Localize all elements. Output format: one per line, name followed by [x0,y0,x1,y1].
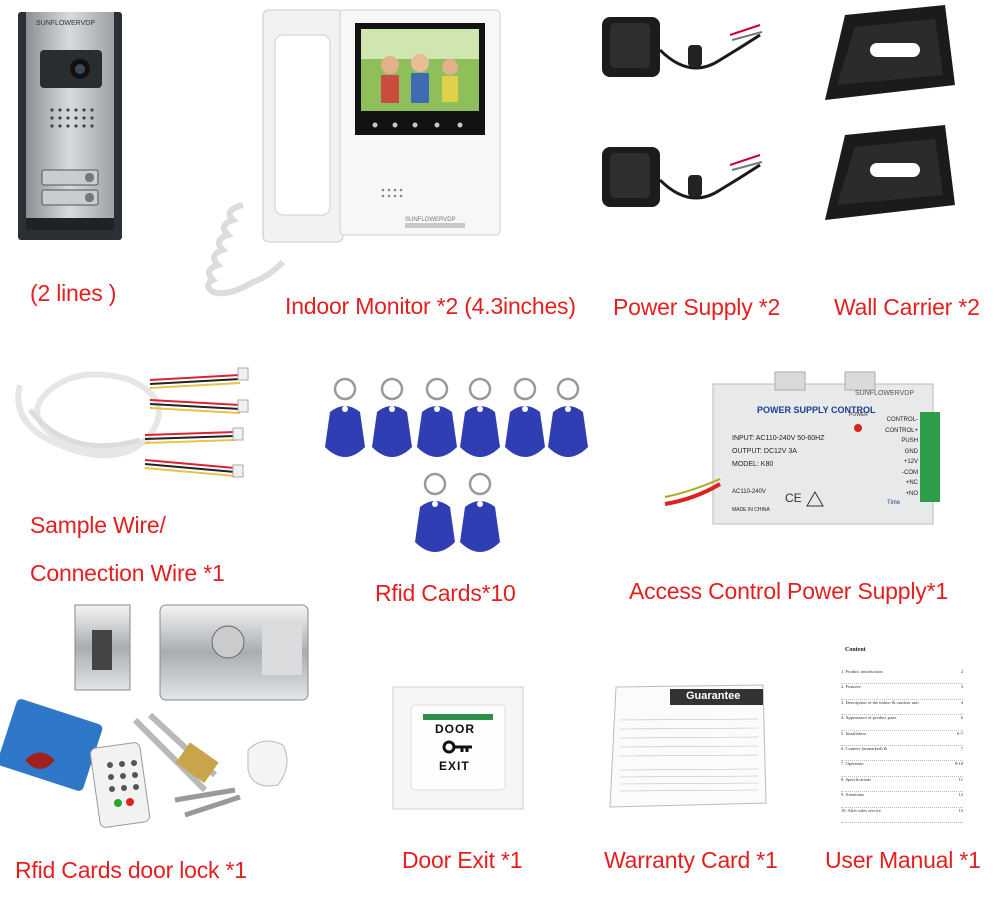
toc-entry: 4. Appearance of product parts [841,715,897,721]
toc-row: 8. Specifications 11 [841,776,963,793]
manual-title: Content [845,647,866,653]
toc-row: 6. Connect (unmarked) & 7 [841,745,963,762]
door-lock [0,600,320,840]
connection-wire-caption-1: Sample Wire/ [30,512,166,538]
manual-toc: 1. Product introduction 2 2. Features 3 3.… [841,669,963,823]
indoor-monitor: SUNFLOWERVDP [205,5,505,305]
toc-page: 11 [958,776,963,782]
access-power-time: Time [887,500,901,506]
warranty-title: Guarantee [686,690,741,702]
toc-row: 10. After sales service 13 [841,808,963,823]
toc-row: 3. Description of the indoor & outdoor u… [841,699,963,716]
toc-row: 7. Operation 8-10 [841,761,963,777]
access-power-supply: CE SUNFLOWERVDP POWER SUPPLY CONTROL POW… [664,371,945,542]
wall-carrier-caption: Wall Carrier *2 [834,294,980,320]
toc-page: 13 [958,807,964,813]
toc-page: 2 [960,669,963,674]
toc-entry: 10. After sales service [841,807,881,813]
warranty-card-caption: Warranty Card *1 [604,847,778,873]
access-power-ac: AC110-240V [732,489,766,495]
indoor-monitor-image [205,9,501,297]
terminal-label: +NO [905,490,918,497]
access-power-led-label: POWER [849,412,868,418]
door-exit: DOOR EXIT [392,686,524,812]
access-power-output: OUTPUT: DC12V 3A [732,448,797,455]
terminal-label: CONTROL+ [885,427,918,434]
door-exit-image [392,686,524,810]
power-supply [590,5,780,255]
toc-page: 7 [960,745,963,751]
wall-carrier [815,5,965,240]
svg-text:CE: CE [785,491,802,505]
door-lock-caption: Rfid Cards door lock *1 [15,857,247,883]
terminal-label: PUSH [901,438,918,444]
user-manual: Content 1. Product introduction 2 2. Feat… [835,643,965,823]
access-power-terminals: CONTROL- CONTROL+ PUSH GND +12V -COM +NC… [870,415,918,499]
access-power-input: INPUT: AC110-240V 50-60HZ [732,435,825,442]
toc-entry: 7. Operation [841,761,864,767]
toc-entry: 1. Product introduction [841,669,883,674]
toc-page: 3 [960,684,963,690]
toc-entry: 3. Description of the indoor & outdoor u… [841,699,919,705]
access-power-title: POWER SUPPLY CONTROL [757,405,876,415]
toc-entry: 6. Connect (unmarked) & [841,745,888,751]
rfid-cards [320,372,590,562]
warranty-card: Guarantee [608,684,768,810]
toc-page: 4 [960,699,963,705]
power-supply-image [602,17,763,207]
connection-wire [0,340,260,495]
indoor-monitor-brand: SUNFLOWERVDP [405,217,456,223]
wall-carrier-image [825,5,955,220]
toc-row: 5. Installation 6-7 [841,731,963,746]
terminal-label: +NC [905,480,918,486]
rfid-cards-image [323,377,590,554]
door-station-brand: SUNFLOWERVDP [36,20,95,27]
toc-row: 4. Appearance of product parts 6 [841,715,963,731]
terminal-label: -COM [902,469,918,476]
toc-page: 6-7 [957,730,963,736]
power-supply-caption: Power Supply *2 [613,294,781,320]
warranty-card-image [609,684,767,808]
door-station-caption: (2 lines ) [30,280,117,306]
access-power-caption: Access Control Power Supply*1 [629,578,948,604]
user-manual-caption: User Manual *1 [825,847,981,873]
toc-page: 6 [960,715,963,721]
toc-entry: 5. Installation [841,730,866,736]
rfid-cards-caption: Rfid Cards*10 [375,580,516,606]
toc-row: 2. Features 3 [841,684,963,700]
indoor-monitor-caption: Indoor Monitor *2 (4.3inches) [285,293,576,319]
door-exit-caption: Door Exit *1 [402,847,523,873]
access-power-image: CE [664,371,940,525]
toc-entry: 9. Attentions [841,792,865,798]
door-exit-line2: EXIT [439,759,470,773]
toc-page: 8-10 [954,761,963,767]
access-power-model: MODEL: K80 [732,461,774,468]
toc-page: 12 [958,792,964,798]
terminal-label: +12V [903,459,918,465]
toc-entry: 8. Specifications [841,776,871,782]
access-power-brand: SUNFLOWERVDP [855,390,914,397]
toc-row: 1. Product introduction 2 [841,669,963,685]
access-power-made-in: MADE IN CHINA [732,507,770,513]
door-station-image [18,12,122,240]
connection-wire-caption-2: Connection Wire *1 [30,560,225,586]
terminal-label: CONTROL- [886,417,918,423]
connection-wire-image [15,367,249,478]
door-lock-image [0,604,309,828]
door-exit-line1: DOOR [435,722,475,736]
terminal-label: GND [904,448,918,455]
toc-row: 9. Attentions 12 [841,792,964,808]
door-station: SUNFLOWERVDP [0,0,140,250]
toc-entry: 2. Features [841,684,861,690]
